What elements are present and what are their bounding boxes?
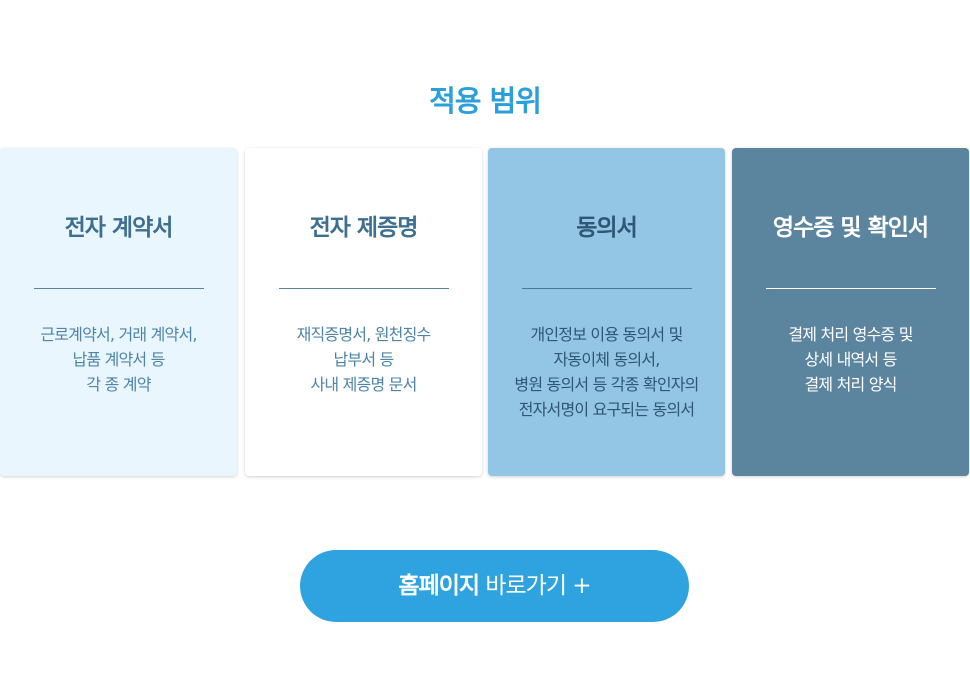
card-description-line: 재직증명서, 원천징수 (296, 325, 432, 344)
card-electronic-certificate: 전자 제증명 재직증명서, 원천징수 납부서 등 사내 제증명 문서 (245, 148, 482, 476)
card-divider (33, 288, 204, 289)
card-description-line: 사내 제증명 문서 (310, 375, 417, 394)
card-divider (765, 288, 936, 289)
card-receipt-confirmation: 영수증 및 확인서 결제 처리 영수증 및 상세 내역서 등 결제 처리 양식 (732, 148, 969, 476)
card-description-line: 납부서 등 (333, 350, 395, 369)
card-consent-form: 동의서 개인정보 이용 동의서 및 자동이체 동의서, 병원 동의서 등 각종 … (488, 148, 725, 476)
card-title: 전자 계약서 (64, 215, 174, 241)
card-description-line: 결제 처리 양식 (804, 375, 897, 394)
card-description-line: 개인정보 이용 동의서 및 (530, 325, 683, 344)
card-description-line: 전자서명이 요구되는 동의서 (518, 400, 695, 419)
homepage-button-label-strong: 홈페이지 (398, 573, 480, 599)
homepage-button-label-rest: 바로가기 + (479, 573, 591, 599)
card-divider (521, 288, 692, 289)
card-title: 영수증 및 확인서 (772, 215, 929, 241)
card-description-line: 근로계약서, 거래 계약서, (40, 325, 197, 344)
card-description-line: 병원 동의서 등 각종 확인자의 (514, 375, 699, 394)
card-divider (278, 288, 449, 289)
scope-cards: 전자 계약서 근로계약서, 거래 계약서, 납품 계약서 등 각 종 계약 전자… (0, 148, 970, 476)
card-description: 결제 처리 영수증 및 상세 내역서 등 결제 처리 양식 (732, 322, 969, 397)
card-description: 근로계약서, 거래 계약서, 납품 계약서 등 각 종 계약 (0, 322, 237, 397)
card-description-line: 결제 처리 영수증 및 (788, 325, 913, 344)
card-description: 재직증명서, 원천징수 납부서 등 사내 제증명 문서 (245, 322, 482, 397)
card-description: 개인정보 이용 동의서 및 자동이체 동의서, 병원 동의서 등 각종 확인자의… (488, 322, 725, 422)
card-title: 동의서 (576, 215, 637, 241)
card-title: 전자 제증명 (309, 215, 419, 241)
card-electronic-contract: 전자 계약서 근로계약서, 거래 계약서, 납품 계약서 등 각 종 계약 (0, 148, 237, 476)
card-description-line: 각 종 계약 (86, 375, 151, 394)
homepage-button[interactable]: 홈페이지 바로가기 + (300, 550, 689, 622)
section-title: 적용 범위 (429, 84, 542, 118)
card-description-line: 자동이체 동의서, (553, 350, 660, 369)
card-description-line: 납품 계약서 등 (72, 350, 165, 369)
card-description-line: 상세 내역서 등 (804, 350, 897, 369)
